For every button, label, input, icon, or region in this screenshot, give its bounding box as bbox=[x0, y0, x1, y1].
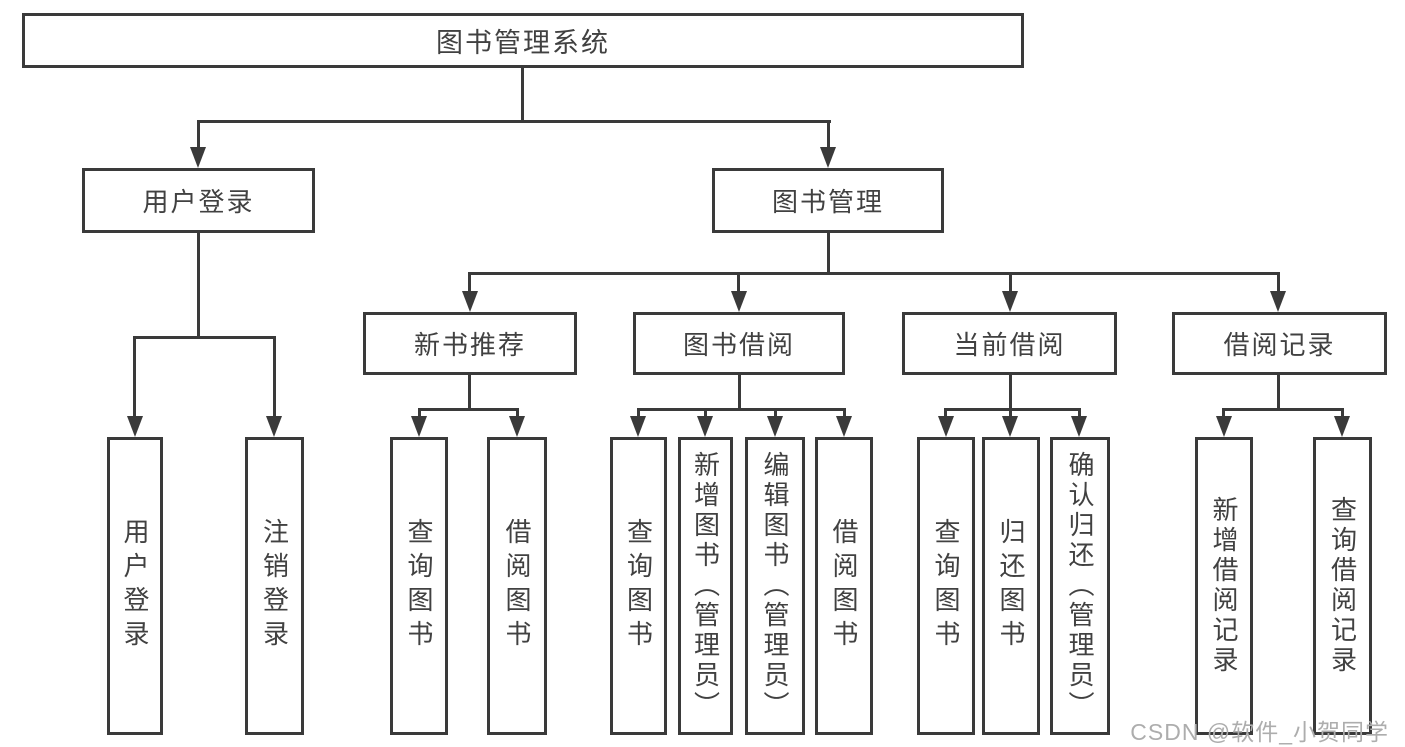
arrowhead-icon bbox=[1002, 291, 1018, 312]
arrowhead-icon bbox=[127, 416, 143, 437]
arrowhead-icon bbox=[462, 291, 478, 312]
arrowhead-icon bbox=[697, 416, 713, 437]
connector-line bbox=[827, 120, 830, 149]
node-user-login-branch: 用户登录 bbox=[82, 168, 315, 233]
node-borrow-books-recommend: 借阅图书 bbox=[487, 437, 547, 735]
connector-line bbox=[944, 408, 1081, 411]
node-add-borrow-record: 新增借阅记录 bbox=[1195, 437, 1253, 735]
arrowhead-icon bbox=[509, 416, 525, 437]
connector-line bbox=[1222, 408, 1344, 411]
node-query-books-borrowing: 查询图书 bbox=[610, 437, 667, 735]
connector-line bbox=[1341, 408, 1344, 418]
connector-line bbox=[133, 336, 276, 339]
connector-line bbox=[774, 408, 777, 418]
connector-line bbox=[637, 408, 640, 418]
connector-line bbox=[1009, 408, 1012, 418]
arrowhead-icon bbox=[1002, 416, 1018, 437]
arrowhead-icon bbox=[820, 147, 836, 168]
node-book-borrowing: 图书借阅 bbox=[633, 312, 845, 375]
connector-line bbox=[468, 272, 471, 293]
connector-line bbox=[1009, 272, 1012, 293]
node-book-management-branch: 图书管理 bbox=[712, 168, 944, 233]
connector-line bbox=[1277, 375, 1280, 408]
connector-line bbox=[197, 120, 831, 123]
arrowhead-icon bbox=[767, 416, 783, 437]
node-borrow-books: 借阅图书 bbox=[815, 437, 873, 735]
node-query-books-recommend: 查询图书 bbox=[390, 437, 448, 735]
node-new-book-recommendation: 新书推荐 bbox=[363, 312, 577, 375]
node-add-book-admin: 新增图书（管理员） bbox=[678, 437, 733, 735]
connector-line bbox=[704, 408, 707, 418]
connector-line bbox=[1277, 272, 1280, 293]
node-return-books: 归还图书 bbox=[982, 437, 1040, 735]
connector-line bbox=[273, 336, 276, 418]
node-logout: 注销登录 bbox=[245, 437, 304, 735]
connector-line bbox=[468, 375, 471, 408]
arrowhead-icon bbox=[190, 147, 206, 168]
connector-line bbox=[843, 408, 846, 418]
connector-line bbox=[197, 233, 200, 336]
connector-line bbox=[516, 408, 519, 418]
connector-line bbox=[1009, 375, 1012, 408]
node-query-borrow-record: 查询借阅记录 bbox=[1313, 437, 1372, 735]
connector-line bbox=[197, 120, 200, 149]
connector-line bbox=[1222, 408, 1225, 418]
node-edit-book-admin: 编辑图书（管理员） bbox=[745, 437, 805, 735]
node-user-login: 用户登录 bbox=[107, 437, 163, 735]
arrowhead-icon bbox=[1071, 416, 1087, 437]
connector-line bbox=[827, 233, 830, 272]
arrowhead-icon bbox=[938, 416, 954, 437]
csdn-watermark: CSDN @软件_小贺同学 bbox=[1130, 719, 1389, 745]
connector-line bbox=[133, 336, 136, 418]
connector-line bbox=[418, 408, 421, 418]
connector-line bbox=[738, 375, 741, 408]
arrowhead-icon bbox=[266, 416, 282, 437]
connector-line bbox=[468, 272, 1280, 275]
arrowhead-icon bbox=[836, 416, 852, 437]
node-borrowing-records: 借阅记录 bbox=[1172, 312, 1387, 375]
node-current-borrowing: 当前借阅 bbox=[902, 312, 1117, 375]
connector-line bbox=[1078, 408, 1081, 418]
arrowhead-icon bbox=[1216, 416, 1232, 437]
arrowhead-icon bbox=[411, 416, 427, 437]
connector-line bbox=[637, 408, 846, 411]
arrowhead-icon bbox=[1334, 416, 1350, 437]
arrowhead-icon bbox=[731, 291, 747, 312]
connector-line bbox=[418, 408, 519, 411]
connector-line bbox=[521, 68, 524, 120]
node-confirm-return-admin: 确认归还（管理员） bbox=[1050, 437, 1110, 735]
node-query-books-current: 查询图书 bbox=[917, 437, 975, 735]
connector-line bbox=[944, 408, 947, 418]
arrowhead-icon bbox=[630, 416, 646, 437]
connector-line bbox=[737, 272, 740, 293]
arrowhead-icon bbox=[1270, 291, 1286, 312]
node-library-management-system: 图书管理系统 bbox=[22, 13, 1024, 68]
